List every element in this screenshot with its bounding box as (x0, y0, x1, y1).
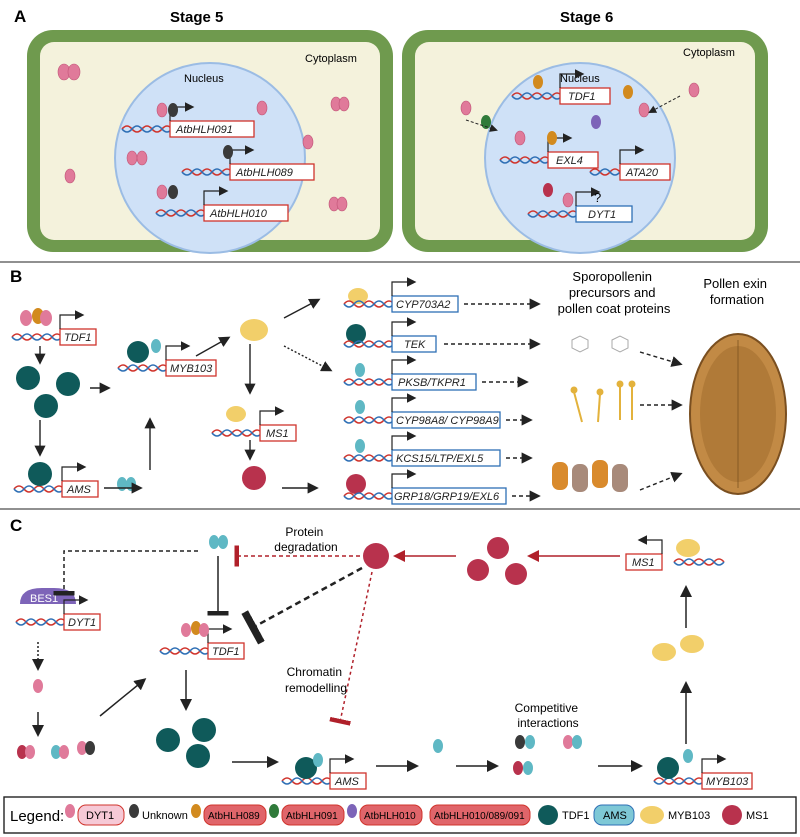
svg-text:MS1: MS1 (746, 810, 769, 822)
gene-atbhlh010: AtbHLH010 (155, 186, 289, 222)
legend-item-atbhlh089: AtbHLH089 (191, 804, 267, 826)
svg-text:AMS: AMS (603, 810, 627, 822)
panel-c-letter: C (10, 516, 22, 535)
svg-text:DYT1: DYT1 (68, 617, 96, 629)
stage5-cytoplasm-label: Cytoplasm (305, 53, 357, 65)
c-red-arrows (234, 545, 620, 726)
c-protein-glyphs (17, 535, 704, 779)
b-protein-glyphs (16, 288, 368, 494)
stage5-nucleus-label: Nucleus (184, 73, 224, 85)
legend-item-atbhlh010: AtbHLH010 (347, 804, 423, 826)
svg-text:TEK: TEK (404, 339, 426, 351)
svg-text:DYT1: DYT1 (588, 209, 616, 221)
legend-item-ms1: MS1 (722, 805, 769, 825)
panel-b-letter: B (10, 267, 22, 286)
competitive-interactions-label: Competitive interactions (515, 701, 582, 730)
svg-text:BES1: BES1 (30, 593, 58, 605)
legend-item-dyt1: DYT1 (65, 804, 125, 826)
legend-item-atbhlh010-089-091: AtbHLH010/089/091 (429, 804, 531, 826)
c-gene-dyt1: DYT1 (15, 595, 101, 631)
protein-degradation-label: Protein degradation (274, 525, 337, 554)
svg-text:MS1: MS1 (632, 557, 655, 569)
b-gene-tdf1: TDF1 (11, 310, 97, 346)
svg-text:TDF1: TDF1 (568, 91, 596, 103)
svg-text:ATA20: ATA20 (625, 167, 659, 179)
stage6-nucleus-label: Nucleus (560, 73, 600, 85)
svg-text:PKSB/TKPR1: PKSB/TKPR1 (398, 377, 466, 389)
gene-atbhlh091: AtbHLH091 (121, 102, 255, 138)
svg-text:AtbHLH091: AtbHLH091 (175, 124, 233, 136)
dyt1-protein-glyphs-a (57, 63, 700, 212)
gene-dyt1-a: DYT1 (527, 187, 633, 223)
legend-item-ams: AMS (593, 804, 635, 826)
svg-text:MYB103: MYB103 (706, 776, 749, 788)
svg-text:MYB103: MYB103 (170, 363, 213, 375)
b-dashed-arrows (444, 298, 683, 502)
legend-item-unknown: Unknown (129, 804, 188, 822)
partner-protein-glyphs-a (168, 75, 633, 199)
svg-text:MYB103: MYB103 (668, 810, 710, 822)
svg-text:MS1: MS1 (266, 428, 289, 440)
legend-item-myb103: MYB103 (640, 806, 710, 824)
bes1-protein: BES1 (20, 588, 76, 605)
svg-text:AtbHLH091: AtbHLH091 (286, 811, 338, 822)
b-arrows (34, 298, 333, 494)
svg-text:AtbHLH010: AtbHLH010 (364, 811, 416, 822)
question-mark: ? (594, 190, 601, 205)
svg-text:TDF1: TDF1 (64, 332, 92, 344)
c-gene-myb103: MYB103 (653, 754, 753, 790)
stage6-title: Stage 6 (560, 9, 613, 26)
lipid-icons (570, 380, 636, 423)
coat-protein-icons (552, 460, 628, 492)
import-arrows (465, 95, 681, 132)
pollen-exine-label: Pollen exin formation (703, 276, 770, 307)
molecule-icons (571, 335, 629, 353)
c-gene-ms1: MS1 (625, 535, 725, 571)
b-gene-ams: AMS (13, 462, 99, 498)
b-gene-myb103: MYB103 (117, 341, 217, 377)
svg-text:AtbHLH010: AtbHLH010 (209, 208, 268, 220)
legend-item-atbhlh091: AtbHLH091 (269, 804, 345, 826)
sporopollenin-label: Sporopollenin precursors and pollen coat… (558, 269, 671, 316)
c-gene-ams: AMS (281, 754, 367, 790)
svg-text:AMS: AMS (66, 484, 92, 496)
panel-a-letter: A (14, 7, 26, 26)
legend-title: Legend: (10, 808, 64, 825)
svg-text:KCS15/LTP/EXL5: KCS15/LTP/EXL5 (396, 453, 484, 465)
gene-tdf1-a: TDF1 (511, 69, 611, 105)
svg-text:GRP18/GRP19/EXL6: GRP18/GRP19/EXL6 (394, 491, 500, 503)
b-target-genes: CYP703A2 TEK PKSB/TKPR1 CYP98A8/ CYP98A9… (343, 277, 507, 505)
svg-text:TDF1: TDF1 (562, 810, 590, 822)
svg-text:TDF1: TDF1 (212, 646, 240, 658)
svg-text:CYP703A2: CYP703A2 (396, 299, 450, 311)
b-gene-ms1: MS1 (211, 406, 297, 442)
gene-ata20: ATA20 (589, 145, 671, 181)
svg-text:EXL4: EXL4 (556, 155, 583, 167)
legend-item-tdf1: TDF1 (538, 805, 590, 825)
svg-text:CYP98A8/ CYP98A9: CYP98A8/ CYP98A9 (396, 415, 499, 427)
svg-text:AtbHLH089: AtbHLH089 (235, 167, 293, 179)
svg-text:AtbHLH089: AtbHLH089 (208, 811, 260, 822)
svg-text:Unknown: Unknown (142, 810, 188, 822)
stage5-title: Stage 5 (170, 9, 223, 26)
svg-text:AMS: AMS (334, 776, 360, 788)
chromatin-remodelling-label: Chromatin remodelling (285, 665, 347, 695)
svg-text:AtbHLH010/089/091: AtbHLH010/089/091 (434, 811, 525, 822)
pollen-grain-icon (689, 333, 787, 495)
c-arrows (32, 550, 692, 772)
c-gene-tdf1: TDF1 (159, 624, 245, 660)
svg-text:DYT1: DYT1 (86, 810, 114, 822)
stage6-cytoplasm-label: Cytoplasm (683, 47, 735, 59)
